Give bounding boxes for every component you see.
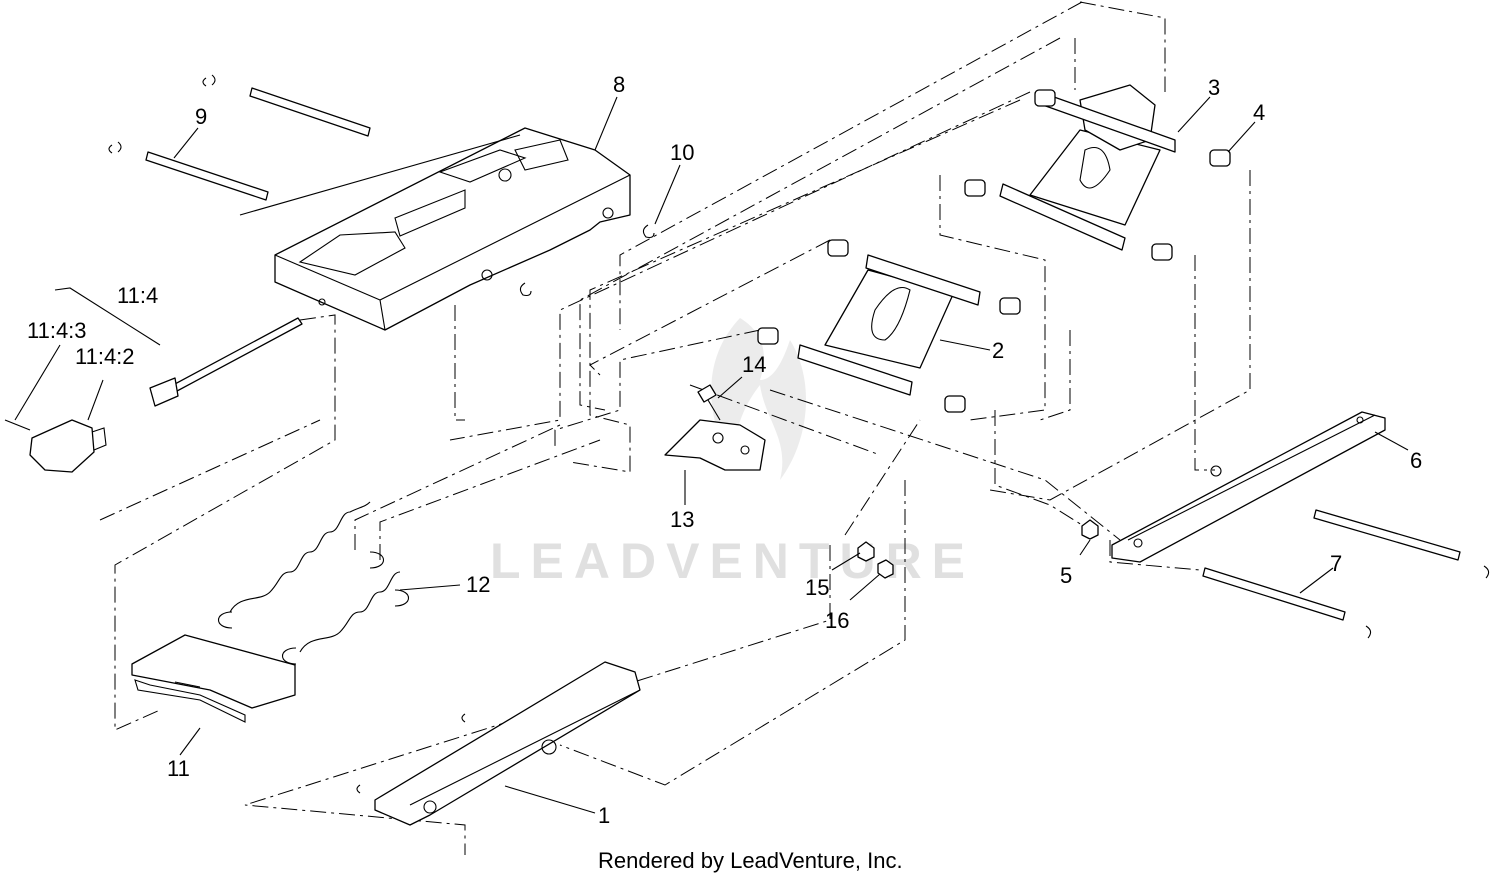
callout-9: 9: [195, 104, 207, 129]
callout-labels: 1 2 3 4 5 6 7 8 9 10 11 12 13 14 15 16 1…: [27, 72, 1422, 828]
part-12-springs: [217, 501, 410, 665]
part-5-nut: [1081, 519, 1099, 540]
part-2-slider-plate: [757, 239, 1021, 413]
callout-11: 11: [167, 756, 190, 781]
callout-3: 3: [1208, 75, 1220, 100]
callout-7: 7: [1330, 551, 1342, 576]
callout-15: 15: [805, 575, 829, 600]
part-15-nut: [857, 541, 875, 562]
part-11-pad: [131, 634, 296, 723]
part-10-clip: [519, 224, 655, 297]
part-1-seat-rail: [356, 661, 641, 826]
callout-11-4-3: 11:4:3: [27, 318, 87, 343]
callout-16: 16: [825, 608, 849, 633]
callout-6: 6: [1410, 448, 1422, 473]
callout-4: 4: [1253, 100, 1265, 125]
callout-8: 8: [613, 72, 625, 97]
callout-12: 12: [466, 572, 490, 597]
part-7-rods: [1202, 509, 1490, 639]
part-8-seat-frame: [239, 127, 631, 331]
part-16-nut: [877, 559, 894, 579]
part-3-pivot-bracket: [964, 84, 1231, 261]
callout-1: 1: [598, 803, 610, 828]
callout-13: 13: [670, 507, 694, 532]
callout-11-4-2: 11:4:2: [75, 344, 135, 369]
callout-14: 14: [742, 352, 766, 377]
leader-lines: [14, 96, 1409, 814]
footer-credit: Rendered by LeadVenture, Inc.: [598, 848, 903, 873]
part-13-bracket: [664, 419, 766, 471]
part-9-pins: [108, 74, 371, 201]
callout-5: 5: [1060, 563, 1072, 588]
part-14-bolt: [697, 384, 721, 421]
part-6-slide-rail: [1111, 411, 1386, 563]
part-11-4-adjust-knob: [4, 317, 303, 473]
watermark-text: LEADVENTURE: [490, 533, 975, 589]
callout-2: 2: [992, 338, 1004, 363]
callout-10: 10: [670, 140, 694, 165]
callout-11-4: 11:4: [117, 283, 158, 308]
assembly-lines: [99, 1, 1251, 855]
